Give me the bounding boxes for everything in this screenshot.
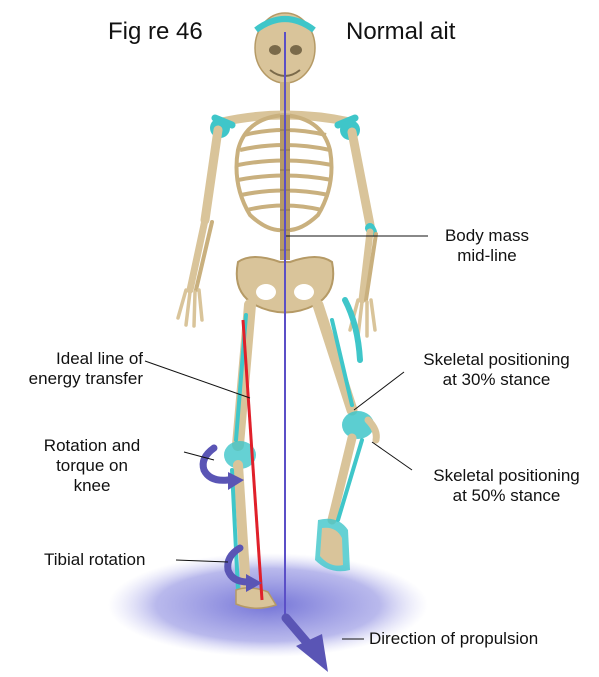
label-ideal-line: Ideal line of energy transfer bbox=[0, 349, 143, 389]
label-rotation-torque: Rotation and torque on knee bbox=[8, 436, 176, 496]
arm-right bbox=[178, 130, 218, 326]
arm-left bbox=[350, 132, 376, 336]
label-body-mass-midline: Body mass mid-line bbox=[432, 226, 542, 266]
label-tibial-rotation: Tibial rotation bbox=[44, 550, 145, 570]
swing-leg bbox=[315, 300, 376, 571]
label-skeletal-50: Skeletal positioning at 50% stance bbox=[414, 466, 599, 506]
label-propulsion: Direction of propulsion bbox=[369, 629, 538, 649]
figure-title: Normal ait bbox=[346, 18, 455, 46]
figure-number: Fig re 46 bbox=[108, 18, 203, 46]
label-skeletal-30: Skeletal positioning at 30% stance bbox=[404, 350, 589, 390]
